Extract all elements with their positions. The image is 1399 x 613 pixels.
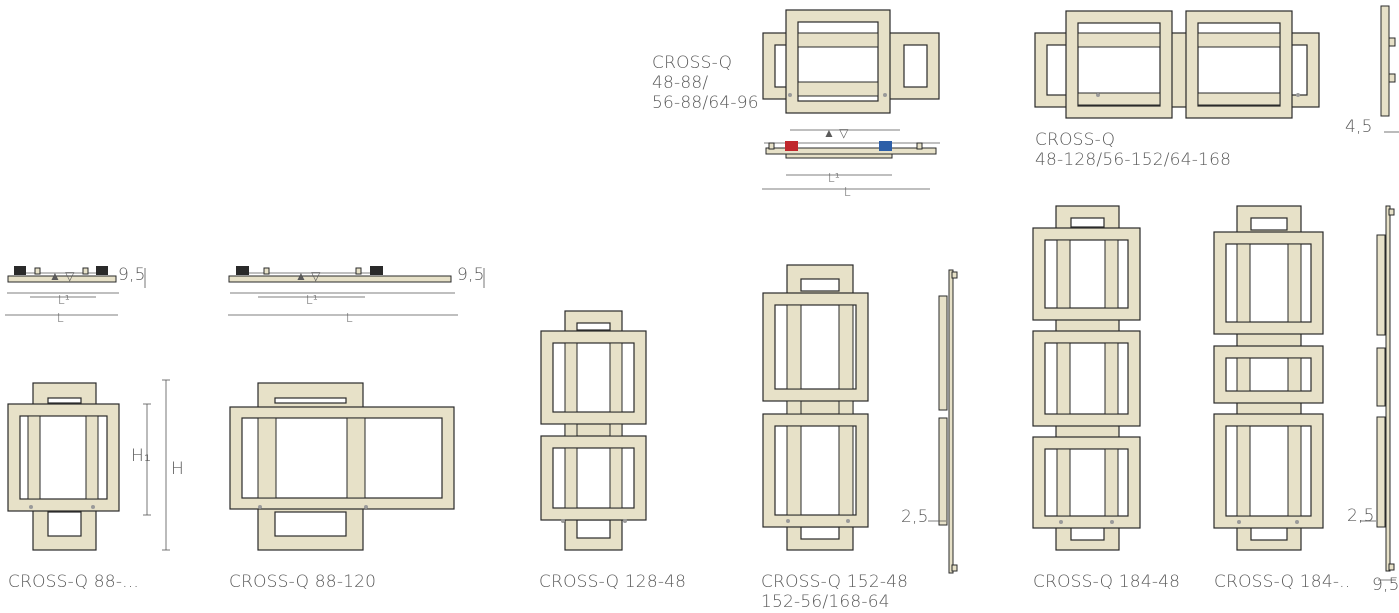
h1-label: H₁	[131, 446, 151, 466]
l1-label-2: L¹	[306, 293, 318, 307]
l-label-2: L	[346, 311, 353, 325]
radiator-side-48-128	[1380, 5, 1399, 133]
radiator-front-88	[7, 382, 120, 551]
radiator-front-184-wide	[1213, 205, 1324, 551]
caption-cross-q-128-48: CROSS-Q 128-48	[539, 572, 687, 592]
radiator-front-152-48	[762, 264, 869, 551]
depth-label-2-5a: 2,5	[901, 507, 929, 527]
caption-cross-q-184-48: CROSS-Q 184-48	[1033, 572, 1181, 592]
caption-cross-q-88-120: CROSS-Q 88-120	[229, 572, 377, 592]
radiator-side-184	[1360, 205, 1396, 581]
radiator-front-48-128	[1034, 10, 1320, 119]
l-label-1: L	[57, 311, 64, 325]
radiator-front-184-48	[1032, 205, 1141, 551]
depth-label-9-5b: 9,5	[1372, 575, 1399, 595]
height-dimensions	[143, 379, 170, 551]
caption-top-right-line1: CROSS-Q	[1035, 130, 1116, 150]
caption-cross-q-152-48-line2: 152-56/168-64	[761, 592, 890, 612]
radiator-front-128-48	[540, 310, 647, 551]
flow-symbol-3: ▲ ▽	[823, 126, 849, 140]
radiator-topview-88-120	[228, 266, 485, 316]
radiator-front-88-120	[229, 382, 455, 551]
caption-top-center-line1: CROSS-Q	[652, 53, 733, 73]
caption-top-center-line2: 48-88/	[652, 73, 709, 93]
caption-cross-q-88: CROSS-Q 88-...	[8, 572, 139, 592]
depth-label-2-5b: 2,5	[1347, 506, 1375, 526]
caption-top-right-line2: 48-128/56-152/64-168	[1035, 150, 1232, 170]
caption-cross-q-184-wide: CROSS-Q 184-..	[1214, 572, 1351, 592]
depth-label-2: 9,5	[457, 265, 485, 285]
depth-label-4-5: 4,5	[1345, 117, 1373, 137]
radiator-front-48-88	[762, 9, 940, 114]
flow-symbol-2: ▲ ▽	[295, 269, 321, 283]
radiator-topview-48-88	[762, 129, 940, 190]
caption-cross-q-152-48-line1: CROSS-Q 152-48	[761, 572, 909, 592]
radiator-side-152-48	[928, 269, 958, 574]
caption-top-center-line3: 56-88/64-96	[652, 93, 759, 113]
l1-label-3: L¹	[828, 171, 840, 185]
h-label: H	[171, 459, 184, 479]
l-label-3: L	[844, 185, 851, 199]
l1-label-1: L¹	[58, 293, 70, 307]
depth-label-1: 9,5	[118, 265, 146, 285]
radiator-topview-88	[5, 266, 146, 316]
flow-symbol-1: ▲ ▽	[49, 269, 75, 283]
